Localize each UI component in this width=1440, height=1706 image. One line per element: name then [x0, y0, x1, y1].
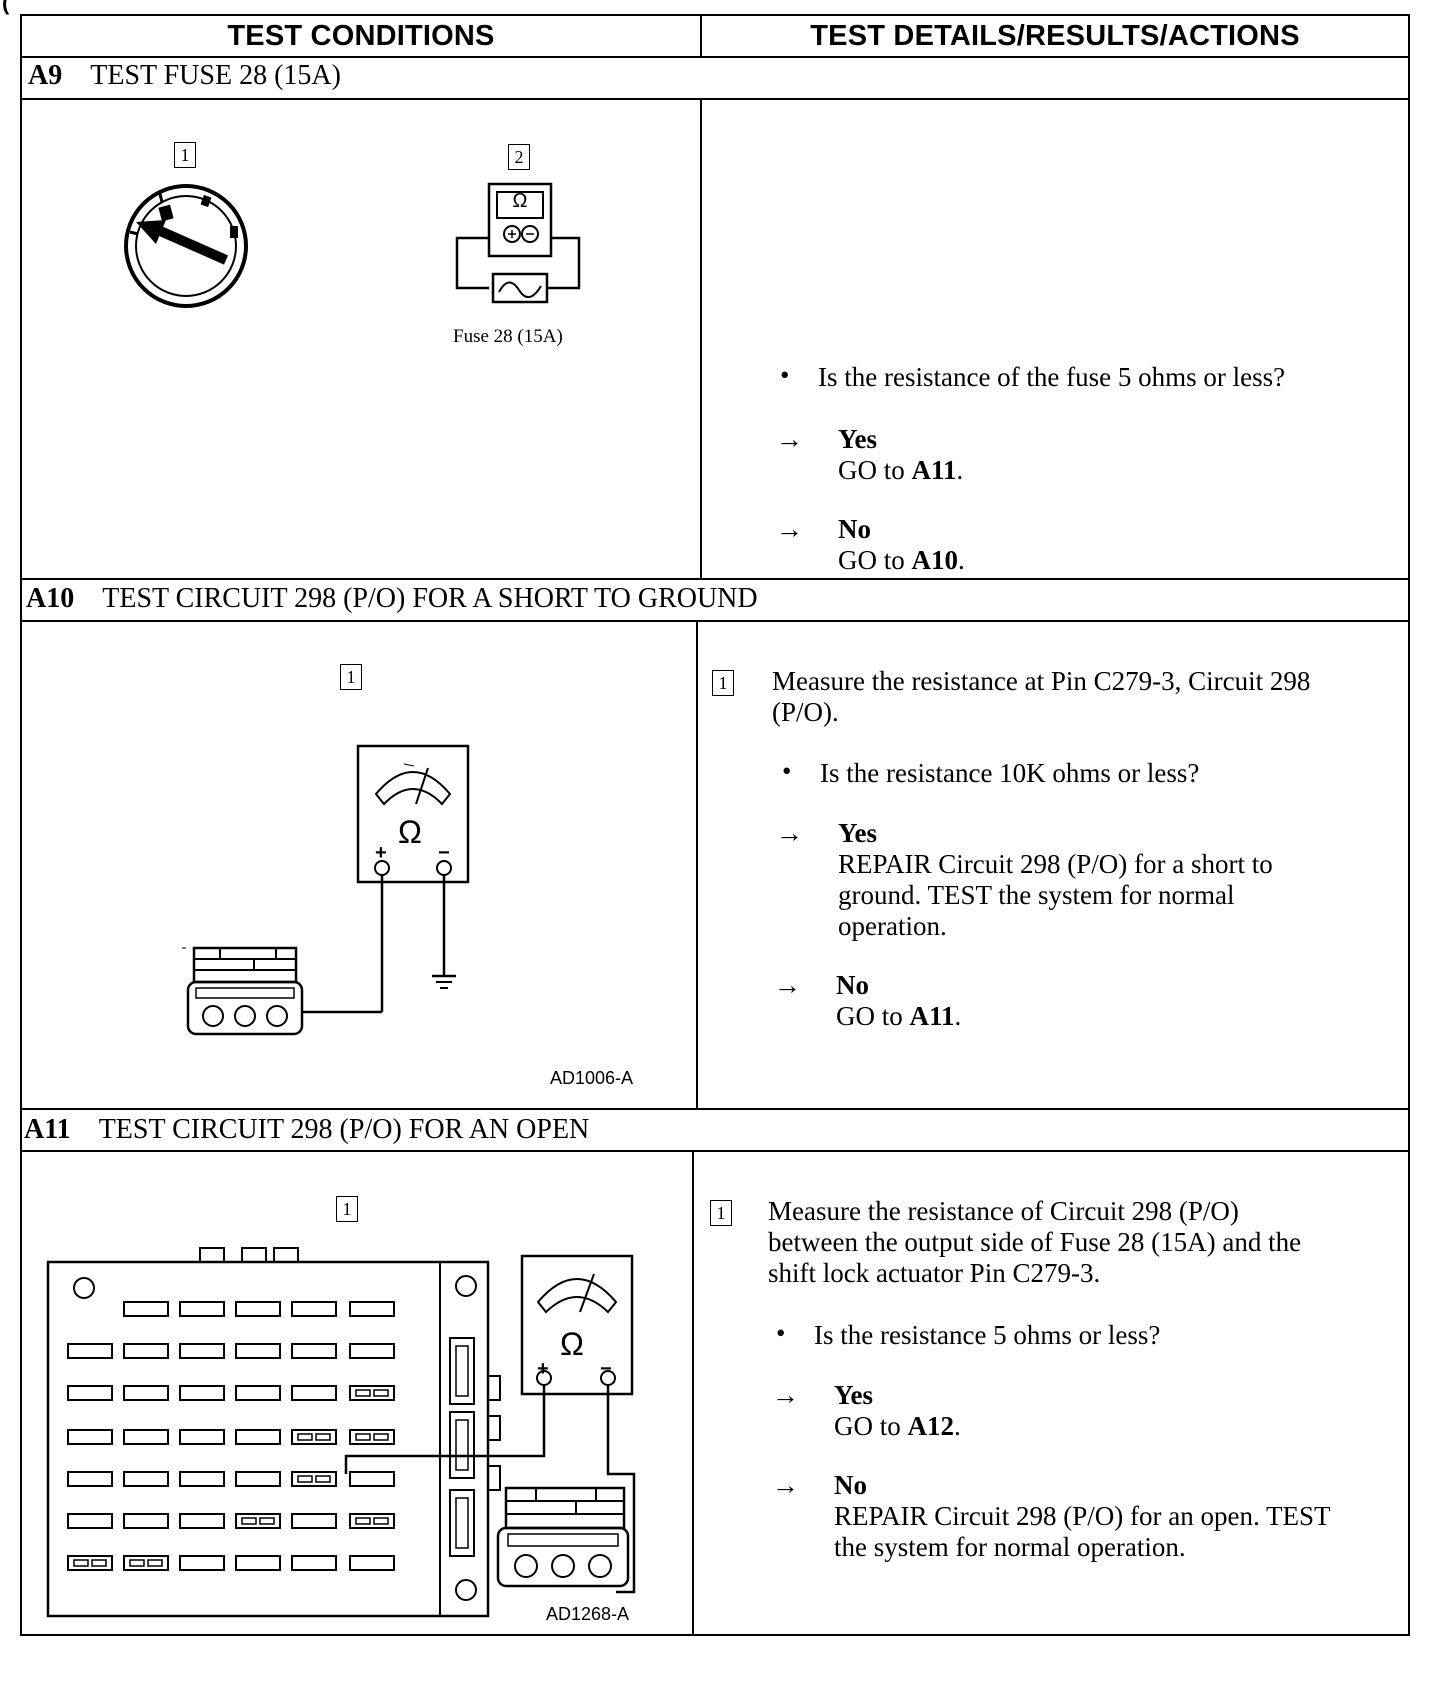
a10-figure-id: AD1006-A: [550, 1068, 634, 1088]
a10-minus-terminal: −: [438, 842, 450, 864]
header-divider: [20, 56, 1410, 58]
a9-question: • Is the resistance of the fuse 5 ohms o…: [780, 360, 1286, 392]
a9-ohm-symbol: Ω: [512, 190, 528, 212]
a10-column-divider: [696, 620, 698, 1108]
a9-column-divider: [700, 98, 702, 578]
a11-figure-number: 1: [336, 1196, 358, 1222]
a10-question: • Is the resistance 10K ohms or less?: [782, 756, 1200, 788]
a10-step-number: 1: [712, 670, 734, 696]
a11-plus-terminal: +: [537, 1358, 549, 1380]
a10-ohm-symbol: Ω: [398, 814, 422, 850]
a10-title-divider: [20, 620, 1410, 622]
fuse-box-diagram: [46, 1247, 636, 1618]
a11-no-label: No: [834, 1470, 867, 1500]
a9-answer-no: → No GO to A10.: [776, 514, 965, 575]
ohmmeter-fuse-test-icon: [455, 182, 581, 304]
a9-yes-target: A11: [911, 455, 957, 485]
a10-step-id: A10: [26, 583, 75, 614]
a10-ohmmeter-connector-diagram: [182, 744, 470, 1036]
a10-answer-no: → No GO to A11.: [774, 970, 962, 1031]
bullet-icon: •: [776, 1318, 786, 1348]
a11-title: A11 TEST CIRCUIT 298 (P/O) FOR AN OPEN: [24, 1114, 589, 1146]
a11-yes-target: A12: [907, 1411, 955, 1441]
header-test-details: TEST DETAILS/RESULTS/ACTIONS: [810, 19, 1300, 52]
a9-figure-number-2: 2: [508, 144, 530, 170]
a10-title: A10 TEST CIRCUIT 298 (P/O) FOR A SHORT TO…: [26, 583, 758, 615]
fuse-28-caption: Fuse 28 (15A): [453, 326, 563, 347]
a9-answer-yes: → Yes GO to A11.: [776, 424, 964, 485]
arrow-right-icon: →: [774, 970, 801, 1000]
a11-column-divider: [692, 1150, 694, 1636]
a9-no-target: A10: [911, 545, 959, 575]
a10-yes-label: Yes: [838, 818, 877, 848]
a9-no-label: No: [838, 514, 871, 544]
a9-figure-number-1: 1: [174, 142, 196, 168]
a11-title-text: TEST CIRCUIT 298 (P/O) FOR AN OPEN: [98, 1114, 590, 1145]
a11-step-text: Measure the resistance of Circuit 298 (P…: [768, 1196, 1302, 1288]
a10-figure-number: 1: [340, 664, 362, 690]
a9-yes-label: Yes: [838, 424, 877, 454]
a10-no-target: A11: [909, 1001, 955, 1031]
header-test-conditions: TEST CONDITIONS: [227, 19, 495, 52]
a11-question: • Is the resistance 5 ohms or less?: [776, 1318, 1161, 1350]
a9-title-text: TEST FUSE 28 (15A): [90, 60, 341, 91]
a10-title-text: TEST CIRCUIT 298 (P/O) FOR A SHORT TO GR…: [102, 583, 758, 614]
a11-title-divider: [20, 1150, 1410, 1152]
a10-answer-yes: → Yes REPAIR Circuit 298 (P/O) for a sho…: [776, 818, 1273, 941]
arrow-right-icon: →: [776, 424, 803, 454]
a11-top-divider: [20, 1108, 1410, 1110]
test-table: [20, 14, 1410, 1636]
a11-figure-id: AD1268-A: [546, 1604, 630, 1624]
a10-no-label: No: [836, 970, 869, 1000]
a9-title: A9 TEST FUSE 28 (15A): [28, 60, 341, 92]
a11-step-id: A11: [24, 1114, 71, 1145]
a11-step-number: 1: [710, 1200, 732, 1226]
cut-off-header-fragment: (: [2, 0, 10, 15]
a10-top-divider: [20, 578, 1410, 580]
arrow-right-icon: →: [776, 514, 803, 544]
a9-step-id: A9: [28, 60, 63, 91]
arrow-right-icon: →: [772, 1470, 799, 1500]
arrow-right-icon: →: [776, 818, 803, 848]
a11-answer-no: → No REPAIR Circuit 298 (P/O) for an ope…: [772, 1470, 1331, 1562]
header-column-divider: [700, 14, 702, 56]
a10-step-text: Measure the resistance at Pin C279-3, Ci…: [772, 666, 1311, 727]
a11-ohm-symbol: Ω: [560, 1326, 584, 1362]
a10-plus-terminal: +: [375, 842, 387, 864]
a11-answer-yes: → Yes GO to A12.: [772, 1380, 961, 1441]
a11-yes-label: Yes: [834, 1380, 873, 1410]
arrow-right-icon: →: [772, 1380, 799, 1410]
a9-title-divider: [20, 98, 1410, 100]
a11-minus-terminal: −: [600, 1358, 612, 1380]
bullet-icon: •: [780, 360, 790, 390]
ignition-switch-icon: [124, 184, 248, 308]
bullet-icon: •: [782, 756, 792, 786]
